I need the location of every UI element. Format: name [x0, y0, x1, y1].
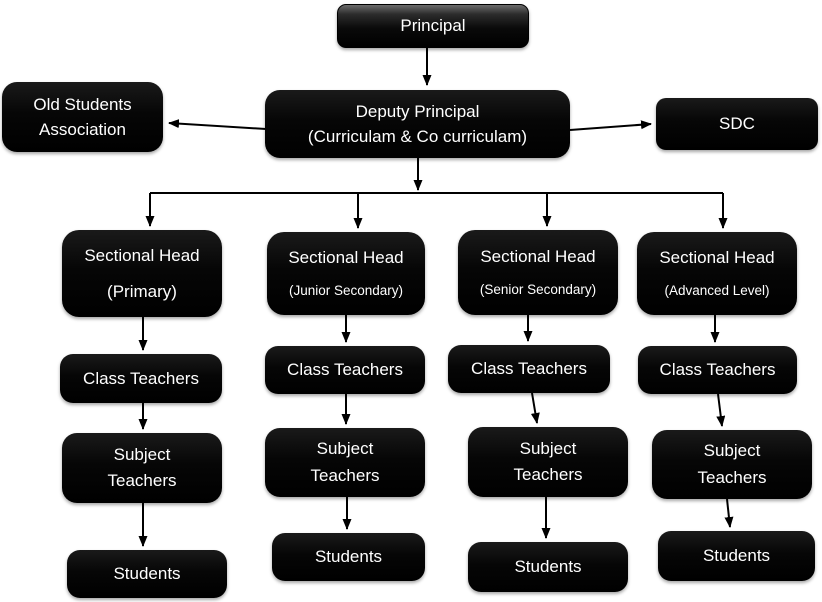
node-subject-teachers-primary: Subject Teachers [62, 433, 222, 503]
node-class-teachers-primary: Class Teachers [60, 354, 222, 403]
sdc-label: SDC [719, 114, 755, 134]
subject-teachers-label: Subject Teachers [513, 438, 583, 484]
subject-teachers-label: Subject Teachers [697, 441, 767, 487]
sectional-head-title: Sectional Head [480, 247, 596, 267]
node-sectional-head-senior-secondary: Sectional Head (Senior Secondary) [458, 230, 618, 315]
osa-label-line1: Old Students [33, 94, 132, 114]
subject-teachers-label: Subject Teachers [310, 439, 380, 485]
students-label: Students [314, 547, 383, 567]
node-sectional-head-primary: Sectional Head (Primary) [62, 230, 222, 317]
node-class-teachers-junior-secondary: Class Teachers [265, 346, 425, 394]
node-class-teachers-advanced-level: Class Teachers [638, 346, 797, 394]
sectional-head-subtitle: (Junior Secondary) [288, 282, 404, 298]
node-subject-teachers-advanced-level: Subject Teachers [652, 430, 812, 499]
node-students-primary: Students [67, 550, 227, 598]
node-students-junior-secondary: Students [272, 533, 425, 581]
node-deputy-principal: Deputy Principal (Curriculam & Co curric… [265, 90, 570, 158]
node-subject-teachers-senior-secondary: Subject Teachers [468, 427, 628, 497]
node-sectional-head-junior-secondary: Sectional Head (Junior Secondary) [267, 232, 425, 315]
sectional-head-subtitle: (Primary) [107, 281, 177, 301]
class-teachers-label: Class Teachers [287, 360, 403, 380]
node-students-senior-secondary: Students [468, 542, 628, 592]
sectional-head-title: Sectional Head [84, 246, 200, 266]
class-teachers-label: Class Teachers [83, 368, 199, 388]
principal-label: Principal [400, 16, 466, 36]
osa-label-line2: Association [39, 120, 126, 139]
node-subject-teachers-junior-secondary: Subject Teachers [265, 428, 425, 497]
node-principal: Principal [337, 4, 529, 48]
sectional-head-title: Sectional Head [659, 248, 775, 268]
class-teachers-label: Class Teachers [471, 359, 587, 379]
sectional-head-title: Sectional Head [288, 248, 404, 268]
node-class-teachers-senior-secondary: Class Teachers [448, 345, 610, 393]
node-old-students-association: Old Students Association [2, 82, 163, 152]
node-sdc: SDC [656, 98, 818, 150]
sectional-head-subtitle: (Advanced Level) [664, 282, 770, 298]
node-students-advanced-level: Students [658, 531, 815, 581]
students-label: Students [514, 557, 582, 577]
students-label: Students [113, 564, 181, 584]
students-label: Students [702, 546, 771, 566]
deputy-principal-subtitle: (Curriculam & Co curriculam) [307, 127, 528, 146]
sectional-head-subtitle: (Senior Secondary) [479, 281, 597, 297]
node-sectional-head-advanced-level: Sectional Head (Advanced Level) [637, 232, 797, 315]
deputy-principal-title: Deputy Principal [355, 101, 480, 121]
subject-teachers-label: Subject Teachers [107, 444, 177, 490]
class-teachers-label: Class Teachers [659, 360, 776, 380]
